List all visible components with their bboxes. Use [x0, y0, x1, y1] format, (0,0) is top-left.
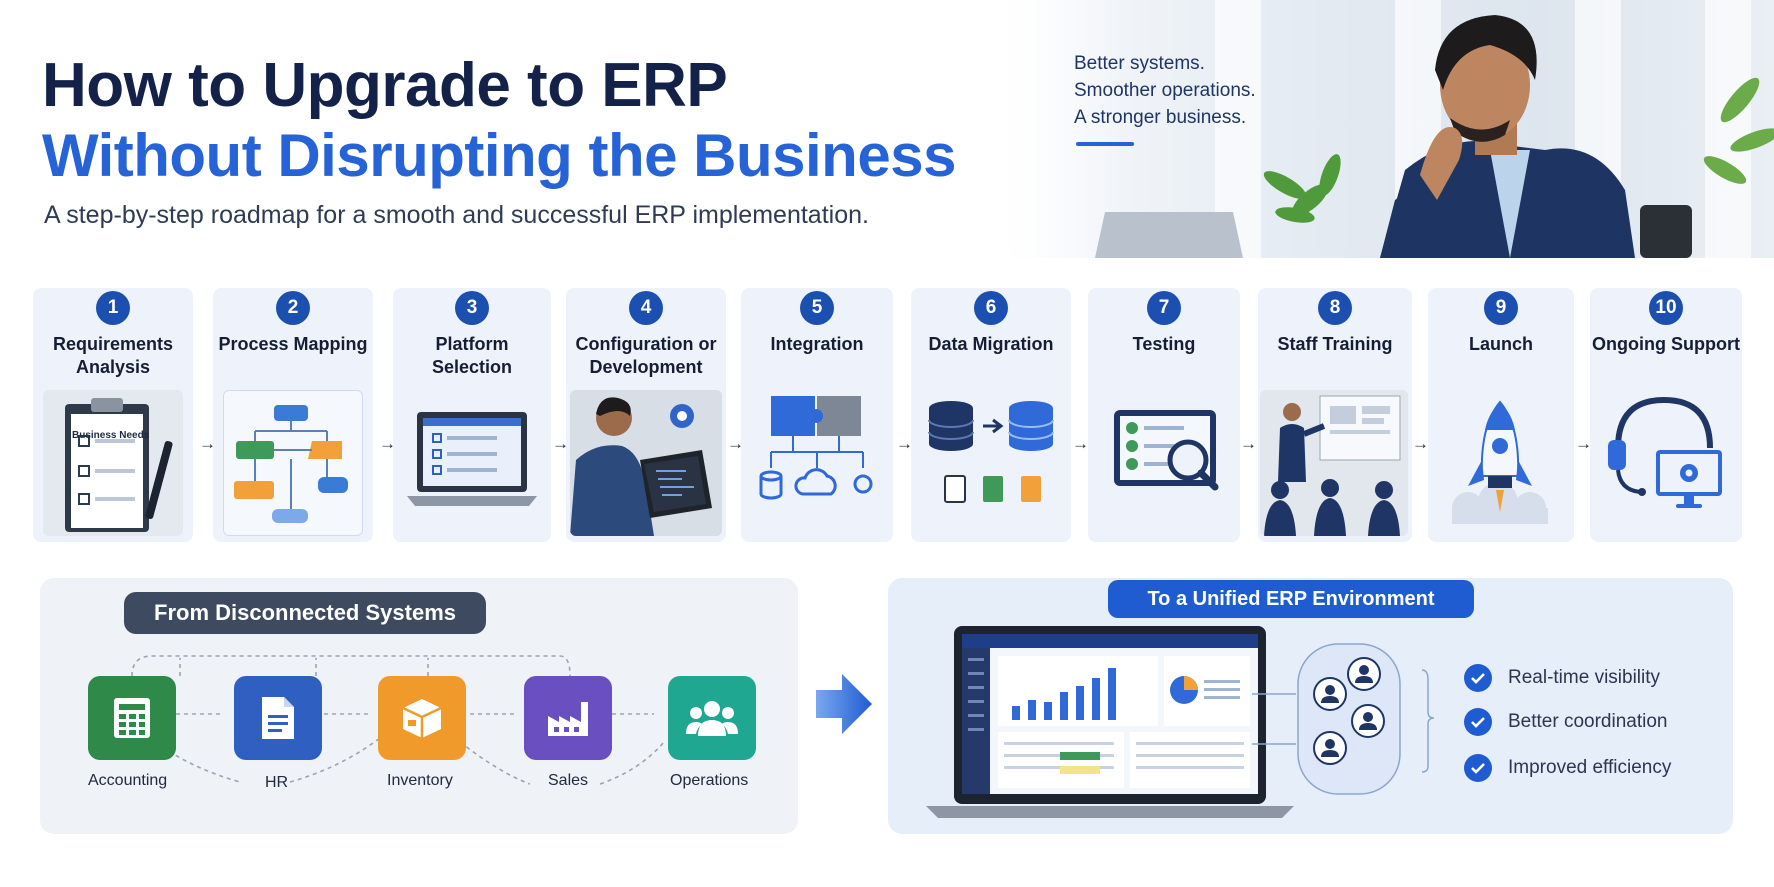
- step-number-badge: 4: [629, 291, 663, 325]
- disconnected-systems-heading: From Disconnected Systems: [124, 592, 486, 634]
- step-label: Data Migration: [928, 334, 1054, 354]
- step-card-5: 5 Integration: [741, 288, 893, 542]
- tagline-line: Smoother operations.: [1074, 80, 1256, 101]
- clipboard-heading: Business Needs: [72, 430, 150, 441]
- system-label: Accounting: [88, 772, 168, 789]
- page-title-highlight: Without Disrupting the Business: [42, 122, 956, 189]
- step-card-9: 9 Launch: [1428, 288, 1574, 542]
- step-label: Requirements Analysis: [52, 334, 174, 377]
- page-subtitle: A step-by-step roadmap for a smooth and …: [44, 201, 869, 229]
- arrow-right-icon: →: [1072, 434, 1089, 453]
- operations-tile: [668, 676, 756, 760]
- erp-dashboard-laptop: [926, 626, 1294, 818]
- tagline-line: A stronger business.: [1074, 107, 1247, 128]
- arrow-right-icon: →: [379, 434, 396, 453]
- system-connectors: [131, 655, 665, 785]
- step-card-6: 6 Data Migration: [911, 288, 1071, 542]
- step-number-badge: 10: [1649, 291, 1683, 325]
- arrow-right-icon: →: [552, 434, 569, 453]
- unified-erp-heading: To a Unified ERP Environment: [1108, 580, 1474, 618]
- step-label: Launch: [1468, 334, 1533, 354]
- step-number-badge: 6: [974, 291, 1008, 325]
- step-number-badge: 9: [1484, 291, 1518, 325]
- tagline-line: Better systems.: [1074, 53, 1205, 74]
- benefit-label: Real-time visibility: [1508, 667, 1661, 688]
- step-number-badge: 5: [800, 291, 834, 325]
- training-photo: [1260, 390, 1408, 536]
- spreadsheet-icon: [114, 698, 150, 738]
- businessman-illustration: [1095, 15, 1774, 258]
- arrow-right-icon: [816, 674, 872, 734]
- arrow-right-icon: →: [896, 434, 913, 453]
- rocket-launch-icon: [1438, 390, 1564, 536]
- step-card-3: 3 Platform Selection: [393, 288, 551, 542]
- laptop-checklist-icon: [403, 390, 541, 536]
- system-label: Operations: [670, 772, 749, 789]
- tagline: Better systems. Smoother operations. A s…: [1074, 50, 1256, 131]
- arrow-right-icon: →: [1575, 434, 1592, 453]
- step-number-badge: 1: [96, 291, 130, 325]
- factory-icon: [548, 702, 588, 736]
- developer-photo: [570, 390, 722, 536]
- step-card-1: 1 Requirements Analysis: [33, 288, 193, 542]
- flowchart-icon: [223, 390, 363, 536]
- check-icon: [1464, 708, 1492, 736]
- step-card-10: 10 Ongoing Support: [1590, 288, 1742, 542]
- tagline-underline: [1076, 142, 1134, 146]
- benefit-item: Real-time visibility: [1464, 664, 1660, 692]
- accounting-tile: [88, 676, 176, 760]
- step-card-4: 4 Configuration or Development: [566, 288, 726, 542]
- testing-checklist-icon: [1098, 390, 1230, 536]
- hr-tile: [234, 676, 322, 760]
- headset-support-icon: [1600, 390, 1732, 536]
- step-label: Process Mapping: [218, 334, 368, 354]
- check-icon: [1464, 754, 1492, 782]
- step-label: Platform Selection: [431, 334, 513, 377]
- clipboard-icon: [43, 390, 183, 536]
- hero-photo: [985, 0, 1774, 258]
- step-card-8: 8 Staff Training: [1258, 288, 1412, 542]
- benefit-label: Better coordination: [1508, 711, 1668, 732]
- team-icon: [686, 701, 738, 736]
- step-number-badge: 3: [455, 291, 489, 325]
- step-card-2: 2 Process Mapping: [213, 288, 373, 542]
- arrow-right-icon: →: [199, 434, 216, 453]
- step-label: Staff Training: [1277, 334, 1393, 354]
- benefit-item: Better coordination: [1464, 708, 1668, 736]
- step-label: Testing: [1132, 334, 1196, 354]
- step-label: Configuration or Development: [575, 334, 717, 377]
- step-label: Ongoing Support: [1592, 334, 1740, 354]
- arrow-right-icon: →: [727, 434, 744, 453]
- box-icon: [402, 699, 442, 738]
- step-label: Integration: [770, 334, 864, 354]
- document-icon: [262, 697, 294, 739]
- step-card-7: 7 Testing: [1088, 288, 1240, 542]
- check-icon: [1464, 664, 1492, 692]
- benefit-item: Improved efficiency: [1464, 754, 1671, 782]
- arrow-right-icon: →: [1240, 434, 1257, 453]
- arrow-right-icon: →: [1412, 434, 1429, 453]
- step-number-badge: 2: [276, 291, 310, 325]
- connected-users-diagram: [1252, 643, 1435, 795]
- inventory-tile: [378, 676, 466, 760]
- step-number-badge: 7: [1147, 291, 1181, 325]
- page-title: How to Upgrade to ERP: [42, 51, 728, 120]
- puzzle-integration-icon: [751, 390, 883, 536]
- system-label: HR: [265, 774, 289, 791]
- database-migration-icon: [921, 390, 1061, 536]
- system-label: Inventory: [387, 772, 453, 789]
- system-label: Sales: [548, 772, 589, 789]
- sales-tile: [524, 676, 612, 760]
- benefit-label: Improved efficiency: [1508, 757, 1672, 778]
- step-number-badge: 8: [1318, 291, 1352, 325]
